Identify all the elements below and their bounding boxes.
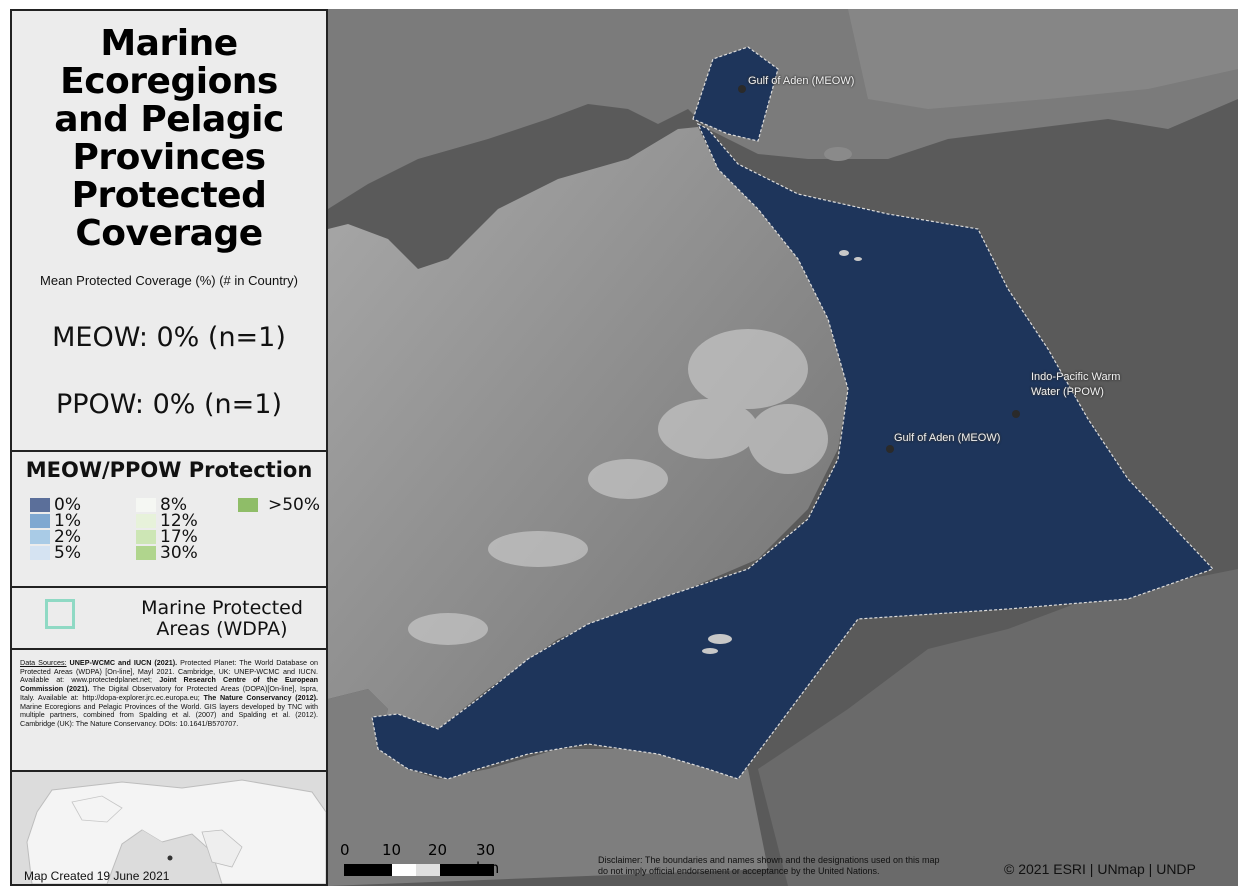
map-created-date: Map Created 19 June 2021 xyxy=(24,869,170,883)
land-south-west xyxy=(328,689,768,886)
legend-label-8: >50% xyxy=(268,495,321,515)
label-dot-gulf-top xyxy=(738,85,746,93)
disclaimer-line1: Disclaimer: The boundaries and names sho… xyxy=(598,855,940,865)
legend-swatch-3 xyxy=(30,546,50,560)
map-label-ppow-line1: Indo-Pacific Warm xyxy=(1031,371,1121,383)
data-sources: Data Sources: UNEP-WCMC and IUCN (2021).… xyxy=(12,650,326,772)
legend-swatch-5 xyxy=(136,514,156,528)
meow-stat: MEOW: 0% (n=1) xyxy=(52,322,286,353)
legend-label-2: 2% xyxy=(54,527,81,547)
un-disclaimer: Disclaimer: The boundaries and names sho… xyxy=(598,855,940,877)
inset-map-graphic xyxy=(12,772,326,884)
legend-label-7: 30% xyxy=(160,543,198,563)
scale-tick-1: 10 xyxy=(382,841,402,859)
sources-label: Data Sources: xyxy=(20,658,67,667)
land-north-highlight xyxy=(848,9,1238,109)
source-ref3-author: The Nature Conservancy (2012). xyxy=(203,692,318,702)
legend-label-0: 0% xyxy=(54,495,81,515)
islands xyxy=(702,147,862,654)
land-south-east xyxy=(758,569,1238,886)
copyright: © 2021 ESRI | UNmap | UNDP xyxy=(1004,861,1196,877)
data-sources-text: Data Sources: UNEP-WCMC and IUCN (2021).… xyxy=(20,658,319,729)
map-label-ppow-line2: Water (PPOW) xyxy=(1031,386,1104,398)
disclaimer-line2: do not imply official endorsement or acc… xyxy=(598,866,880,876)
legend-swatch-4 xyxy=(136,498,156,512)
legend-swatch-2 xyxy=(30,530,50,544)
legend-label-3: 5% xyxy=(54,543,81,563)
label-dot-ppow xyxy=(1012,410,1020,418)
marine-region-north[interactable] xyxy=(692,46,779,142)
legend-swatch-8 xyxy=(238,498,258,512)
source-ref3-text: Marine Ecoregions and Pelagic Provinces … xyxy=(20,701,318,728)
label-dot-gulf-center xyxy=(886,445,894,453)
main-map[interactable]: Gulf of Aden (MEOW) Gulf of Aden (MEOW) … xyxy=(328,9,1238,886)
source-ref2-text: The Digital Observatory for Protected Ar… xyxy=(20,684,319,702)
map-canvas xyxy=(328,9,1238,886)
wdpa-swatch xyxy=(45,599,75,629)
scale-bar-graphic xyxy=(344,864,494,876)
legend-swatch-7 xyxy=(136,546,156,560)
legend-label-5: 12% xyxy=(160,511,198,531)
legend-label-6: 17% xyxy=(160,527,198,547)
map-subtitle: Mean Protected Coverage (%) (# in Countr… xyxy=(40,273,298,288)
source-ref1-author: UNEP-WCMC and IUCN (2021). xyxy=(69,658,178,667)
marine-region-polygon[interactable] xyxy=(371,122,1215,780)
legend-label-1: 1% xyxy=(54,511,81,531)
wdpa-legend: Marine Protected Areas (WDPA) xyxy=(12,588,326,650)
source-ref1-text: Protected Planet: The World Database on … xyxy=(20,658,318,685)
legend-label-4: 8% xyxy=(160,495,187,515)
protection-legend: MEOW/PPOW Protection 0% 1% 2% 5% 8% 12% … xyxy=(12,452,326,588)
map-title: Marine Ecoregions and Pelagic Provinces … xyxy=(54,23,284,254)
source-ref2-author: Joint Research Centre of the European Co… xyxy=(20,675,318,694)
legend-swatch-0 xyxy=(30,498,50,512)
map-label-gulf-center: Gulf of Aden (MEOW) xyxy=(894,432,1001,444)
legend-panel: Marine Ecoregions and Pelagic Provinces … xyxy=(10,9,328,886)
map-label-gulf-top: Gulf of Aden (MEOW) xyxy=(748,75,855,87)
ppow-stat: PPOW: 0% (n=1) xyxy=(55,389,282,420)
legend-swatch-6 xyxy=(136,530,156,544)
inset-locator-map: Map Created 19 June 2021 xyxy=(12,772,326,884)
title-section: Marine Ecoregions and Pelagic Provinces … xyxy=(12,11,326,452)
legend-swatch-1 xyxy=(30,514,50,528)
scale-tick-0: 0 xyxy=(340,841,350,859)
scale-tick-2: 20 xyxy=(428,841,448,859)
cloud-texture xyxy=(408,329,828,645)
wdpa-label: Marine Protected Areas (WDPA) xyxy=(141,597,303,640)
land-horn-africa xyxy=(328,127,848,769)
legend-title: MEOW/PPOW Protection xyxy=(25,458,313,482)
